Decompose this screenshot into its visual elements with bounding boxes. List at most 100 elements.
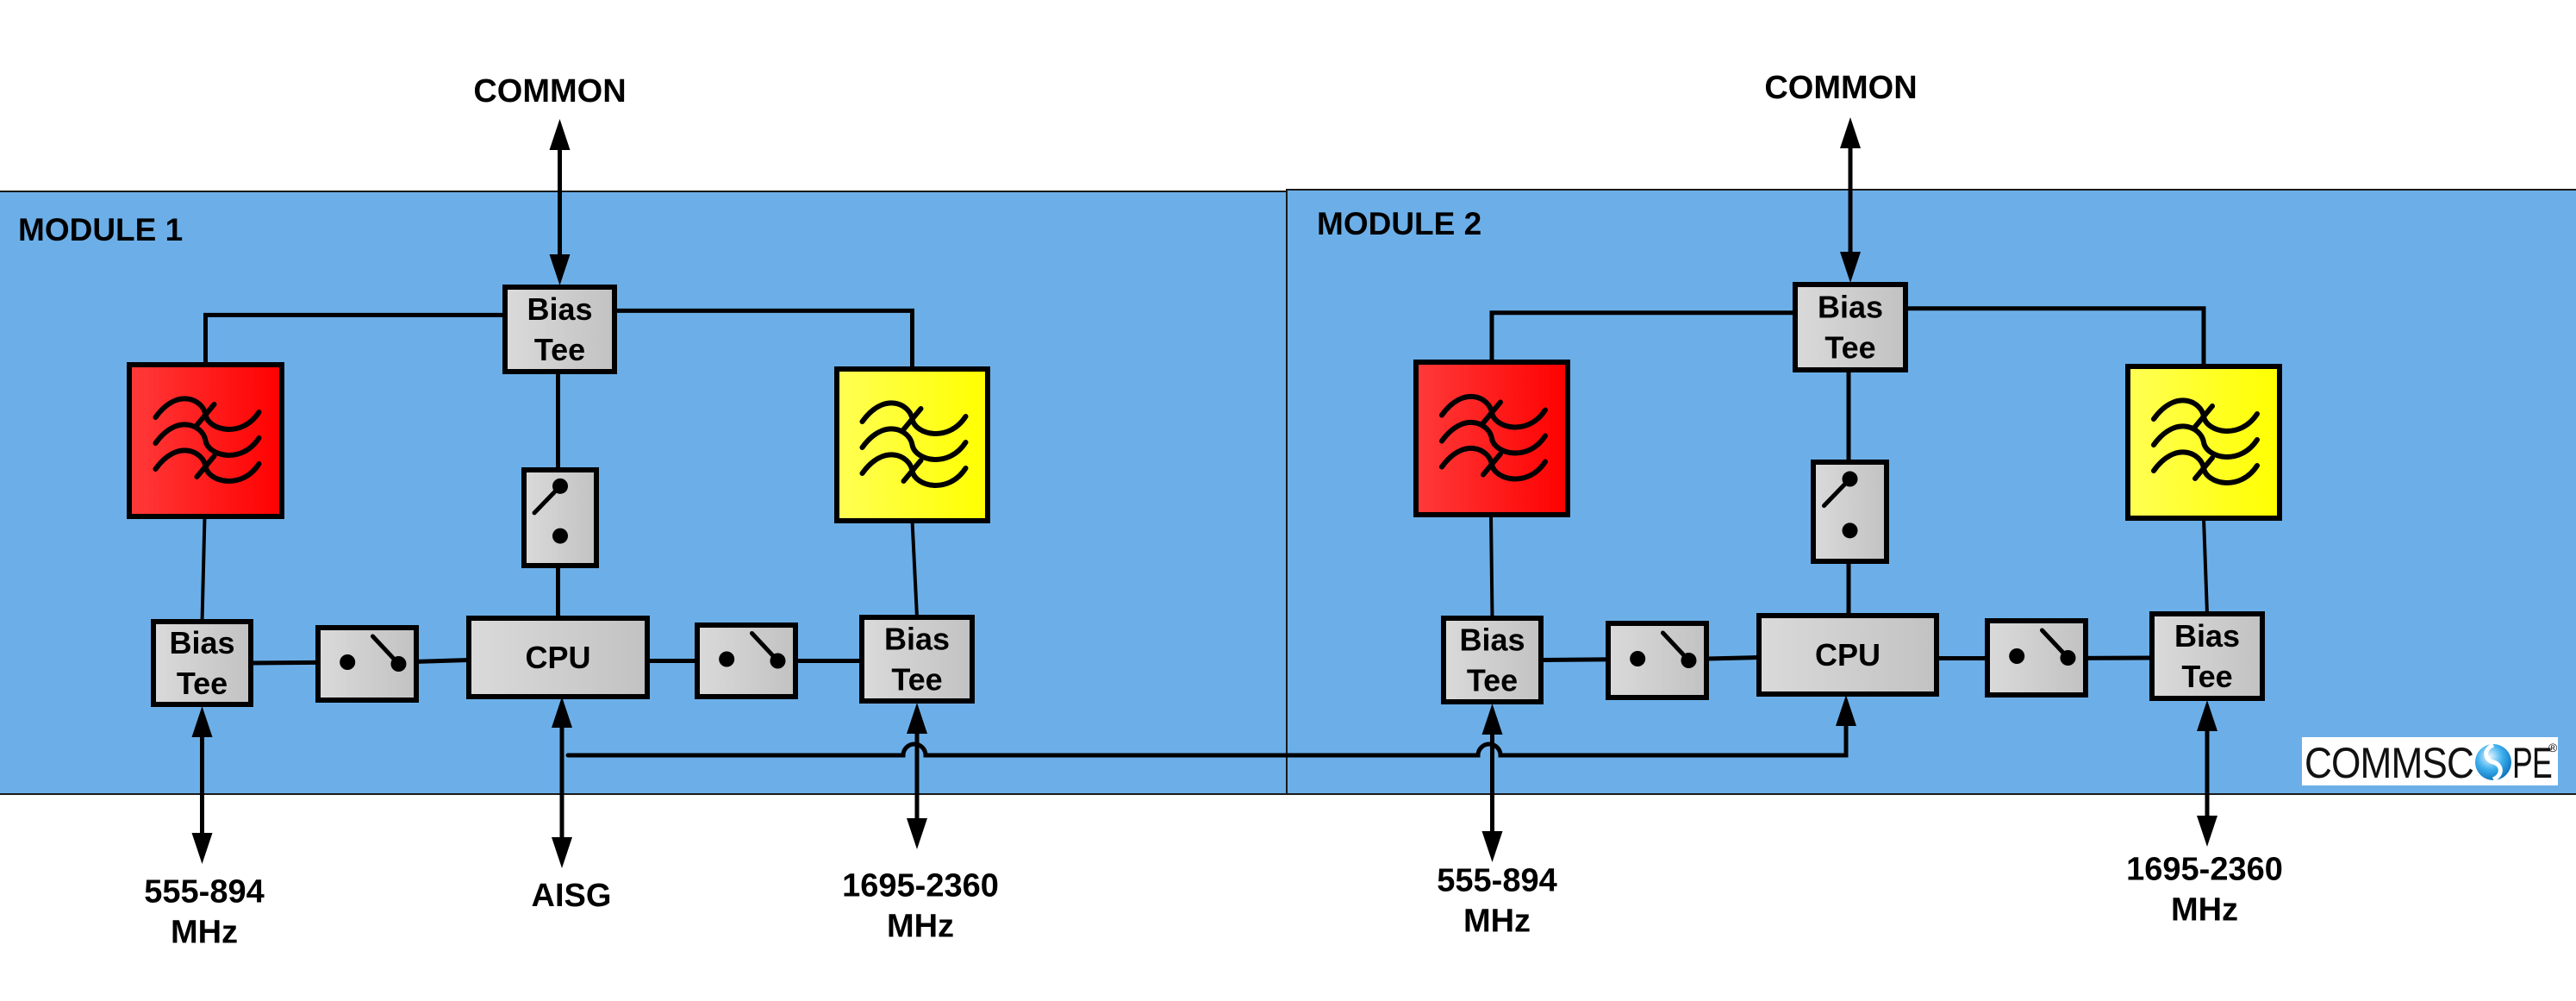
filter-wave-slash (901, 458, 924, 484)
top-bias-tee-box (1793, 282, 1908, 372)
high-band-port-arrow (2197, 700, 2217, 847)
high-band-port-label-line-1: 1695-2360 (2126, 852, 2283, 888)
bandpass-filter-icon (2151, 397, 2260, 485)
arrow-down-icon (1840, 252, 1861, 283)
switch-blade-icon (1822, 477, 1852, 509)
commscope-logo: COMMSC PE ® (2302, 737, 2558, 787)
low-band-bias-tee-box (151, 619, 253, 707)
common-dc-switch (1811, 460, 1889, 564)
switch-contact-icon (1842, 522, 1858, 539)
switch-blade-icon (1660, 630, 1691, 663)
low-band-port-label-line-1: 555-894 (1437, 863, 1556, 899)
wire-high-filter-to-bias-tee (2202, 517, 2209, 615)
common-dc-switch (521, 467, 599, 568)
logo-text-part2: PE (2512, 739, 2552, 787)
cpu-block: CPU (466, 616, 650, 699)
wire-high-filter-to-bias-tee (910, 520, 919, 618)
high-band-bias-tee-box (2149, 611, 2265, 701)
filter-wave-slash (901, 406, 924, 432)
module-2-title: MODULE 2 (1317, 206, 1481, 241)
common-port-arrow (549, 119, 571, 285)
wire-low-filter-to-bias-tee (1489, 514, 1494, 619)
logo-sphere-swirl (2484, 742, 2503, 782)
top-bias-tee-label-line-1: Bias (527, 291, 592, 327)
low-band-port-label-line-1: 555-894 (144, 874, 264, 910)
high-band-dc-switch (1985, 618, 2088, 698)
low-band-port-label-line-2: MHz (1463, 904, 1531, 940)
wire-top-to-high-filter (612, 308, 914, 372)
low-band-port-label-line-2: MHz (171, 915, 238, 951)
top-bias-tee-box (502, 285, 617, 374)
top-bias-tee-label-line-2: Tee (534, 332, 585, 367)
top-bias-tee-label-line-1: Bias (1818, 290, 1883, 325)
arrow-up-icon (907, 703, 927, 734)
arrow-up-icon (191, 706, 213, 737)
low-band-bias-tee-label-line-2: Tee (177, 666, 228, 701)
arrow-up-icon (552, 697, 572, 728)
common-port-label: COMMON (473, 73, 626, 109)
high-band-filter (834, 366, 990, 523)
logo-registered-mark: ® (2548, 741, 2558, 754)
low-band-port-arrow (1481, 704, 1503, 862)
logo-background (2302, 737, 2558, 785)
switch-blade-icon (749, 631, 780, 663)
high-band-port-label-line-1: 1695-2360 (842, 868, 999, 904)
filter-wave (2151, 423, 2260, 460)
cpu-label: CPU (1815, 637, 1881, 673)
arrow-down-icon (907, 818, 927, 849)
cpu-box (466, 616, 650, 699)
module-1: BiasTeeBiasTeeCPUBiasTeeCOMMON555-894MHz… (127, 73, 999, 951)
high-band-bias-tee-label-line-1: Bias (884, 622, 950, 657)
high-band-dc-switch (695, 622, 798, 699)
arrow-up-icon (2197, 700, 2217, 731)
aisg-bus-arrow-up-icon (1836, 695, 1856, 726)
low-band-bias-tee-label-line-1: Bias (169, 625, 234, 660)
switch-contact-icon (2009, 648, 2025, 664)
high-band-bias-tee-box (859, 615, 975, 704)
common-port-arrow (1840, 117, 1861, 283)
filter-wave-slash (1481, 399, 1503, 426)
low-band-dc-switch (315, 625, 419, 703)
switch-contact-icon (340, 654, 356, 670)
switch-blade-icon (2039, 628, 2070, 660)
cpu-label: CPU (525, 640, 590, 675)
module-2: BiasTeeBiasTeeCPUBiasTeeCOMMON555-894MHz… (1413, 70, 2283, 940)
arrow-down-icon (2197, 816, 2217, 847)
high-band-bias-tee-label-line-2: Tee (891, 662, 942, 698)
low-band-port-arrow (191, 706, 213, 864)
high-band-port-label-line-2: MHz (2171, 892, 2238, 929)
filter-wave-slash (2192, 404, 2215, 429)
arrow-down-icon (552, 837, 572, 868)
low-band-bias-tee-label-line-2: Tee (1467, 663, 1518, 698)
switch-contact-icon (1630, 651, 1646, 666)
wire-low-filter-to-bias-tee (200, 516, 207, 622)
switch-blade-icon (532, 484, 563, 516)
logo-text-part1: COMMSC (2305, 739, 2473, 787)
arrow-up-icon (549, 119, 571, 150)
wire-top-to-low-filter (203, 312, 508, 367)
filter-wave-slash (2192, 455, 2215, 481)
switch-contact-icon (552, 528, 568, 544)
switch-blade-icon (370, 634, 401, 666)
high-band-bias-tee-label-line-1: Bias (2174, 618, 2240, 654)
switch-contact-icon (719, 651, 735, 667)
aisg-port-label: AISG (532, 878, 612, 914)
bandpass-filter-icon (859, 400, 969, 488)
high-band-port-label-line-2: MHz (887, 909, 954, 945)
low-band-bias-tee-box (1441, 616, 1544, 704)
filter-wave (153, 422, 262, 458)
low-band-bias-tee-label-line-1: Bias (1459, 622, 1525, 658)
filter-wave (1439, 420, 1548, 456)
arrow-down-icon (191, 833, 213, 864)
arrow-up-icon (1840, 117, 1861, 148)
bandpass-filter-icon (1439, 394, 1548, 482)
arrow-up-icon (1481, 704, 1503, 735)
filter-wave (859, 426, 969, 462)
low-band-filter (1413, 360, 1570, 517)
wire-top-to-low-filter (1489, 310, 1798, 365)
